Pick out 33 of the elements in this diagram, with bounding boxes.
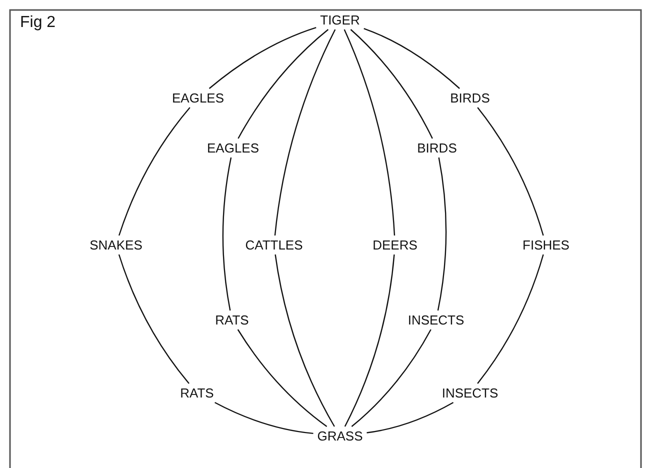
- food-chain-label: BIRDS: [415, 140, 459, 156]
- food-chain-label: DEERS: [370, 236, 420, 254]
- connector-line: [237, 329, 328, 427]
- connector-line: [208, 26, 316, 89]
- connector-line: [118, 107, 190, 236]
- connector-line: [214, 402, 314, 434]
- food-chain-label: INSECTS: [440, 384, 500, 402]
- connector-line: [222, 157, 232, 311]
- connector-line: [350, 29, 433, 139]
- food-chain-label: EAGLES: [170, 90, 226, 106]
- food-chain-label: RATS: [178, 384, 216, 402]
- connector-line: [351, 329, 432, 427]
- food-chain-label: SNAKES: [88, 236, 144, 254]
- food-chain-label: EAGLES: [204, 140, 262, 156]
- food-chain-label: TIGER: [318, 12, 362, 28]
- connector-line: [344, 254, 395, 427]
- food-chain-label: GRASS: [315, 428, 365, 444]
- connector-line: [344, 29, 396, 236]
- figure-title: Fig 2: [20, 14, 56, 32]
- connector-line: [118, 254, 190, 384]
- food-chain-label: BIRDS: [448, 90, 492, 106]
- food-chain-label: INSECTS: [406, 312, 466, 328]
- food-chain-label: RATS: [213, 312, 251, 328]
- connector-line: [364, 28, 460, 89]
- connector-line: [477, 254, 544, 384]
- connector-line: [366, 402, 454, 434]
- connector-line: [238, 29, 329, 139]
- connector-line: [477, 107, 544, 236]
- food-chain-label: CATTLES: [243, 236, 305, 254]
- connector-line: [274, 254, 335, 427]
- connector-line: [437, 157, 447, 311]
- food-chain-label: FISHES: [520, 236, 572, 254]
- connector-line: [274, 29, 336, 236]
